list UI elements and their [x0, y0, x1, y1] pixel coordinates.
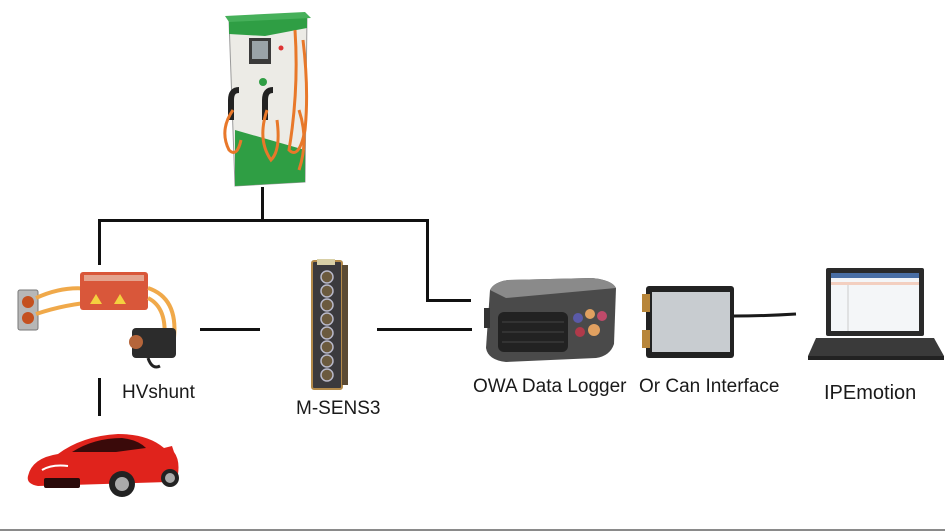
hvshunt-label: HVshunt: [122, 382, 195, 403]
connector-hvshunt-car: [98, 378, 101, 416]
can-interface-icon: [640, 282, 800, 362]
pc-label: IPEmotion: [824, 382, 917, 404]
hv-shunt-icon: [14, 268, 194, 373]
connector-to-logger-horizontal: [426, 299, 471, 302]
data-logger-icon: [480, 278, 625, 368]
laptop-icon: [808, 268, 944, 364]
connector-hvshunt-msens3: [200, 328, 260, 331]
connector-to-logger-vertical: [426, 219, 429, 301]
connector-to-hvshunt: [98, 219, 101, 265]
logger-label: OWA Data Logger: [473, 376, 627, 397]
sensor-module-icon: [310, 257, 350, 392]
bottom-border: [0, 529, 945, 531]
sports-car-icon: [22, 430, 182, 500]
msens3-label: M-SENS3: [296, 398, 381, 419]
can-label: Or Can Interface: [639, 376, 780, 397]
connector-charger-down: [261, 187, 264, 220]
ev-charging-station-icon: [215, 10, 315, 188]
connector-msens3-logger: [377, 328, 472, 331]
connector-bus-horizontal: [98, 219, 429, 222]
